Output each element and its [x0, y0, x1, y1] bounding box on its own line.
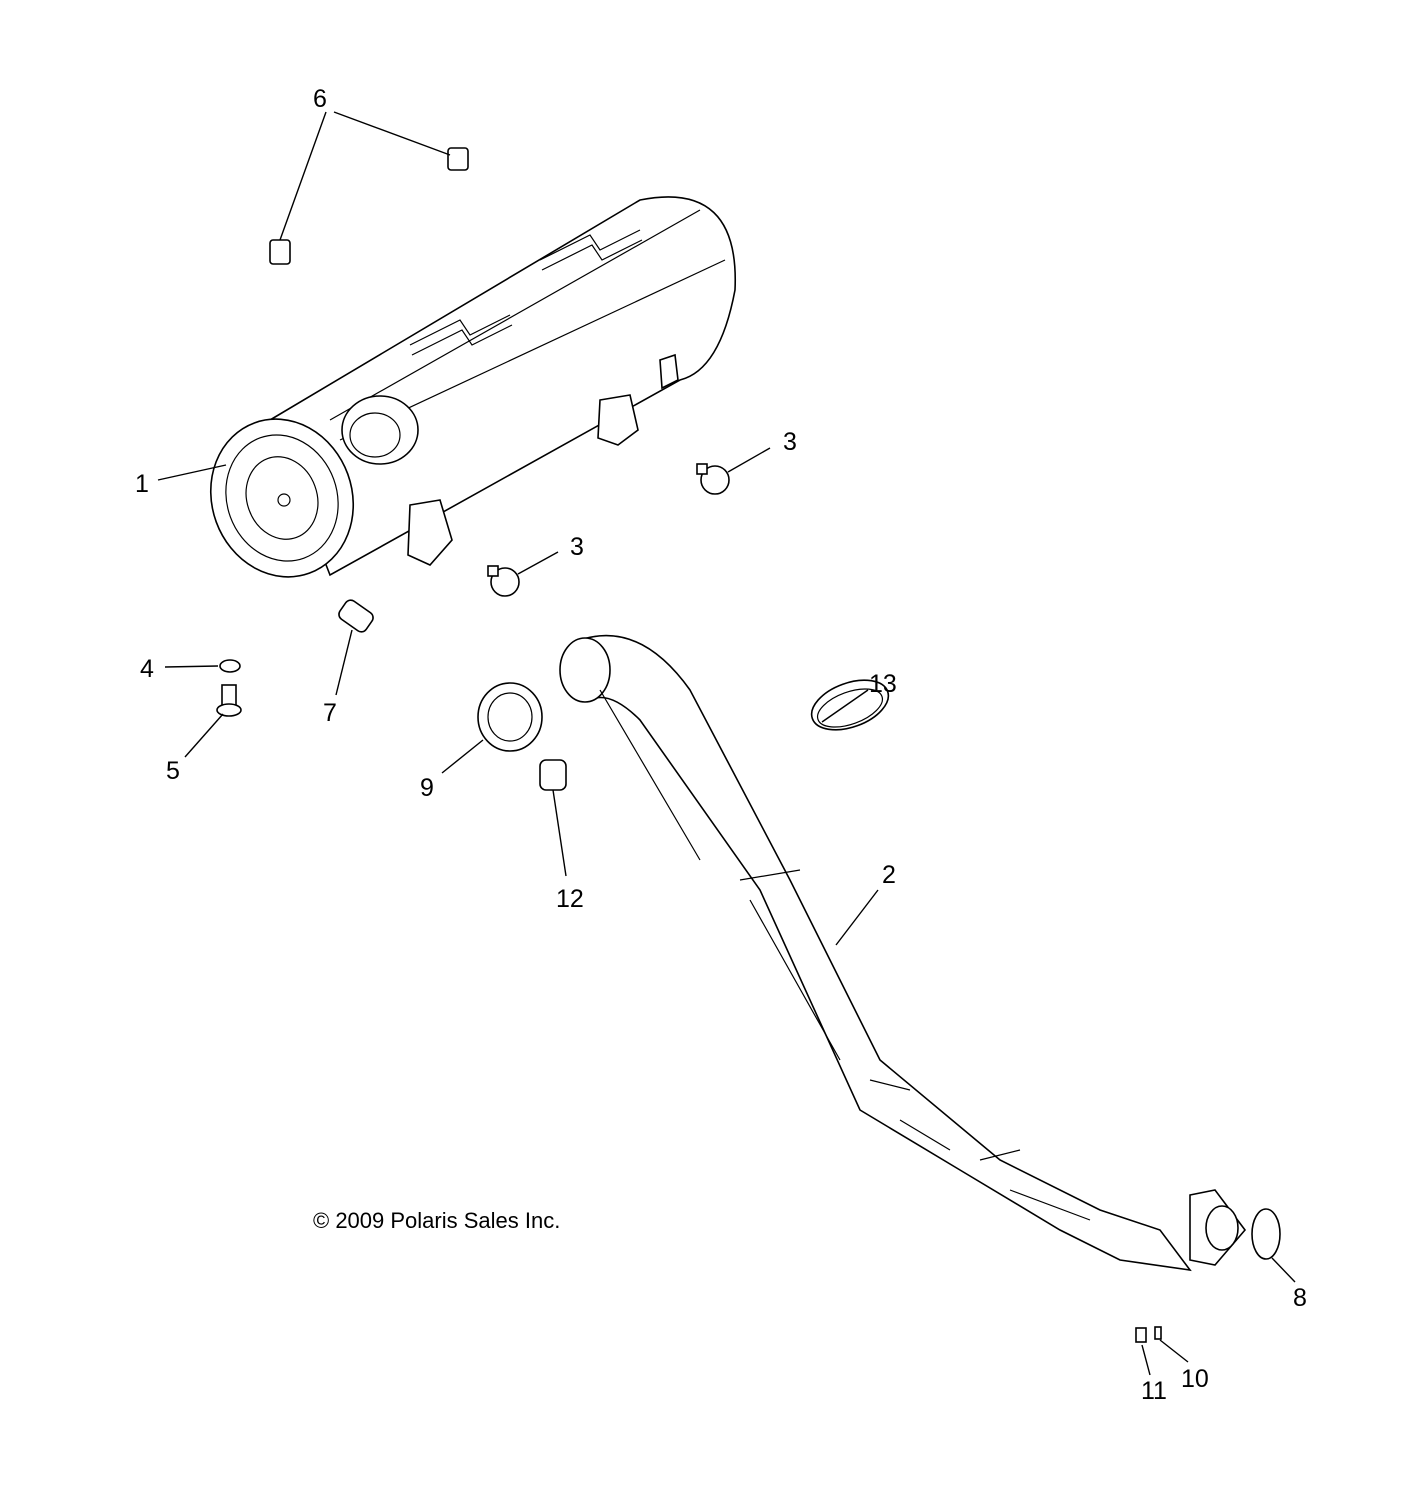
copyright-notice: © 2009 Polaris Sales Inc.: [313, 1208, 561, 1233]
spring-12: [539, 759, 567, 791]
callout-3a: 3: [783, 428, 797, 456]
callout-8: 8: [1293, 1284, 1307, 1312]
seal-9: [477, 682, 543, 752]
callout-2: 2: [882, 861, 896, 889]
callout-13: 13: [869, 670, 897, 698]
callout-5: 5: [166, 757, 180, 785]
clip-nut-6b: [269, 239, 291, 265]
callout-4: 4: [140, 655, 154, 683]
clip-nut-6a: [447, 147, 469, 171]
callout-7: 7: [323, 699, 337, 727]
callout-1: 1: [135, 470, 149, 498]
callout-6: 6: [313, 85, 327, 113]
spring-7: [338, 599, 374, 633]
washer-4: [219, 659, 241, 673]
bolt-5: [216, 684, 242, 717]
grommet-3b: [487, 565, 520, 597]
gasket-8: [1251, 1208, 1281, 1260]
leader-lines: [157, 111, 1296, 1376]
muffler: [209, 196, 736, 578]
grommet-3a: [696, 463, 730, 495]
callout-10: 10: [1181, 1365, 1209, 1393]
washer-10: [1154, 1326, 1162, 1340]
callout-3b: 3: [570, 533, 584, 561]
callout-12: 12: [556, 885, 584, 913]
clamp-13: [810, 679, 890, 731]
head-pipe: [559, 634, 1247, 1272]
callout-11: 11: [1141, 1377, 1167, 1405]
nut-11: [1135, 1327, 1147, 1343]
callout-9: 9: [420, 774, 434, 802]
